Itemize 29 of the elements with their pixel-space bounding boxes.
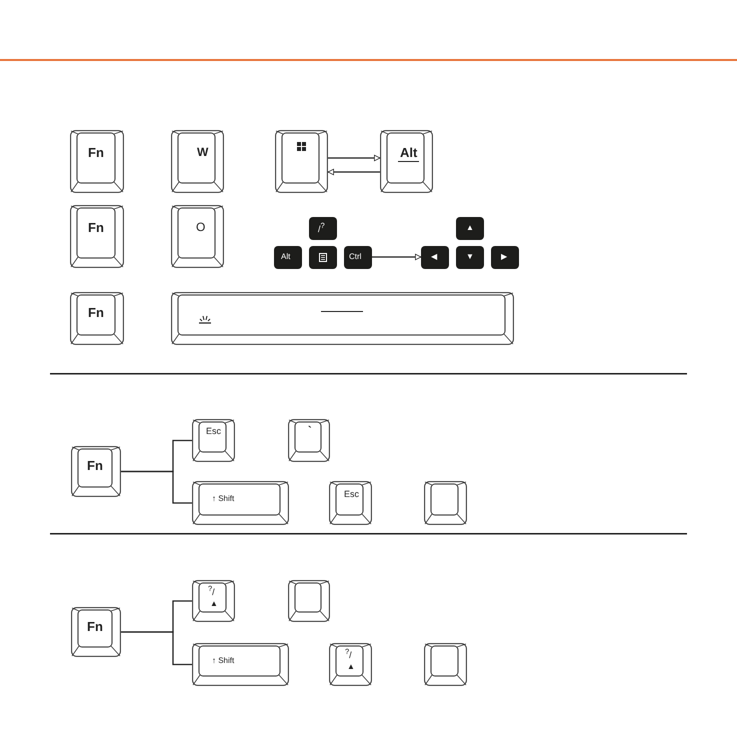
key-label: ` — [308, 426, 312, 437]
bracket-line — [121, 470, 192, 504]
key-label: ↑ Shift — [212, 495, 234, 503]
arrow — [328, 154, 380, 162]
key-label: ↑ Shift — [212, 657, 234, 665]
key-label: Alt — [281, 253, 290, 261]
key-label: Esc — [344, 490, 360, 499]
key-label: /$^{?}$ — [318, 222, 325, 234]
key-label: ◀ — [431, 253, 437, 261]
key-label: W — [197, 146, 208, 158]
bracket-line — [121, 631, 192, 666]
key-label: ▲ — [466, 224, 474, 232]
key-label: Fn — [87, 620, 103, 633]
key-label: ▼ — [466, 253, 474, 261]
key-label: ▲ — [347, 663, 355, 671]
key-label: Alt — [398, 146, 420, 162]
key-label: $^{?}$/ — [345, 648, 352, 660]
key-label: $^{?}$/ — [208, 585, 215, 597]
key-label: Fn — [87, 459, 103, 472]
arrow — [372, 254, 422, 260]
key-label: Fn — [88, 146, 104, 159]
key-label: ▲ — [210, 600, 218, 608]
key-label: Fn — [88, 221, 104, 234]
key-label: O — [196, 221, 206, 233]
key-label: ▶ — [501, 253, 507, 261]
key-label: Ctrl — [349, 253, 362, 261]
key-label: Fn — [88, 306, 104, 319]
key-label: Esc — [206, 427, 222, 436]
arrow — [328, 168, 380, 176]
